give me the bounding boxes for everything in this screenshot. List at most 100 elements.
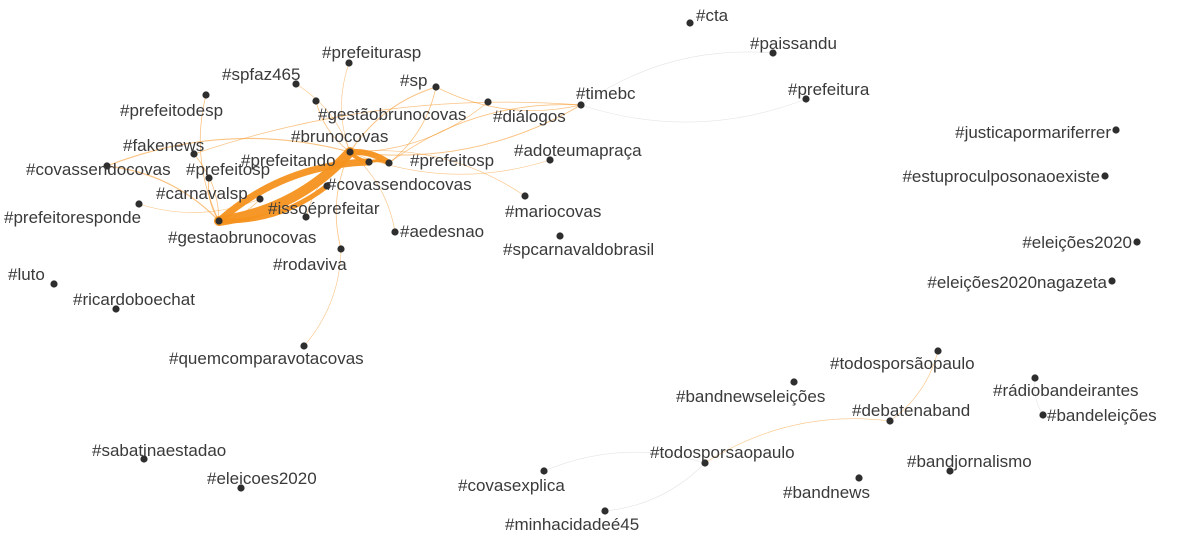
node-dot[interactable] bbox=[1108, 277, 1116, 285]
node-brunocovas[interactable]: #brunocovas bbox=[291, 127, 388, 156]
node-timebc[interactable]: #timebc bbox=[576, 84, 636, 109]
node-dot[interactable] bbox=[50, 280, 58, 288]
node-dot[interactable] bbox=[300, 342, 308, 350]
node-dot[interactable] bbox=[337, 245, 345, 253]
node-todosporsaopaulo_acc[interactable]: #todosporsãopaulo bbox=[830, 347, 975, 373]
node-dot[interactable] bbox=[546, 156, 554, 164]
node-dot[interactable] bbox=[323, 182, 331, 190]
node-dot[interactable] bbox=[577, 101, 585, 109]
node-dialogos[interactable]: #diálogos bbox=[484, 98, 566, 126]
node-justicapormariferrer[interactable]: #justicapormariferrer bbox=[955, 123, 1120, 142]
node-dot[interactable] bbox=[205, 174, 213, 182]
node-prefeitando[interactable]: #prefeitando bbox=[241, 151, 373, 170]
node-dot[interactable] bbox=[886, 417, 894, 425]
node-dot[interactable] bbox=[345, 59, 353, 67]
node-dot[interactable] bbox=[802, 95, 810, 103]
node-luto[interactable]: #luto bbox=[8, 265, 58, 288]
node-dot[interactable] bbox=[855, 474, 863, 482]
node-issoeprefeitar[interactable]: #issoéprefeitar bbox=[268, 199, 380, 221]
node-spfaz465[interactable]: #spfaz465 bbox=[222, 65, 300, 88]
node-sp[interactable]: #sp bbox=[400, 71, 440, 91]
node-mariocovas[interactable]: #mariocovas bbox=[505, 192, 601, 221]
node-bandnewseleicoes[interactable]: #bandnewseleições bbox=[676, 378, 825, 406]
node-dot[interactable] bbox=[556, 232, 564, 240]
node-label: #prefeiturasp bbox=[322, 43, 421, 62]
node-fakenews[interactable]: #fakenews bbox=[123, 136, 204, 158]
node-dot[interactable] bbox=[1133, 238, 1141, 246]
node-dot[interactable] bbox=[540, 467, 548, 475]
node-prefeitodesp[interactable]: #prefeitodesp bbox=[120, 91, 223, 120]
node-covassendocovas_left[interactable]: #covassendocovas bbox=[26, 160, 171, 179]
edge-timebc-prefeitosp bbox=[388, 104, 582, 164]
node-dot[interactable] bbox=[391, 228, 399, 236]
node-covassendocovas[interactable]: #covassendocovas bbox=[323, 175, 472, 194]
edge-fakenews-timebc bbox=[193, 101, 582, 155]
node-prefeitosp[interactable]: #prefeitosp bbox=[385, 151, 494, 170]
node-dot[interactable] bbox=[190, 150, 198, 158]
node-dot[interactable] bbox=[1039, 411, 1047, 419]
node-prefeitosp_left[interactable]: #prefeitosp bbox=[186, 160, 270, 182]
node-dot[interactable] bbox=[385, 159, 393, 167]
node-paissandu[interactable]: #paissandu bbox=[750, 34, 837, 57]
node-bandnews[interactable]: #bandnews bbox=[783, 474, 870, 502]
node-carnavalsp[interactable]: #carnavalsp bbox=[156, 184, 264, 203]
node-debatenaband[interactable]: #debatenaband bbox=[852, 401, 970, 425]
node-dot[interactable] bbox=[521, 192, 529, 200]
node-prefeitura[interactable]: #prefeitura bbox=[788, 80, 870, 103]
node-dot[interactable] bbox=[215, 217, 223, 225]
node-dot[interactable] bbox=[103, 162, 111, 170]
node-dot[interactable] bbox=[701, 459, 709, 467]
node-eleicoes2020[interactable]: #eleicoes2020 bbox=[207, 469, 317, 492]
node-gestaobrunocovas_acc[interactable]: #gestãobrunocovas bbox=[312, 97, 466, 124]
node-dot[interactable] bbox=[1112, 126, 1120, 134]
node-dot[interactable] bbox=[601, 507, 609, 515]
node-sabatinaestadao[interactable]: #sabatinaestadao bbox=[92, 441, 226, 463]
node-adoteumapraca[interactable]: #adoteumapraça bbox=[514, 141, 642, 164]
node-radiobandeirantes[interactable]: #rádiobandeirantes bbox=[993, 374, 1139, 400]
node-ricardoboechat[interactable]: #ricardoboechat bbox=[73, 290, 195, 313]
node-dot[interactable] bbox=[484, 98, 492, 106]
node-rodaviva[interactable]: #rodaviva bbox=[273, 245, 347, 274]
node-dot[interactable] bbox=[365, 158, 373, 166]
node-dot[interactable] bbox=[1101, 172, 1109, 180]
node-dot[interactable] bbox=[790, 378, 798, 386]
node-quemcomparavotacovas[interactable]: #quemcomparavotacovas bbox=[169, 342, 364, 368]
node-minhacidadee45[interactable]: #minhacidadeé45 bbox=[505, 507, 639, 534]
node-dot[interactable] bbox=[135, 200, 143, 208]
node-dot[interactable] bbox=[686, 19, 694, 27]
node-eleicoes2020_acc[interactable]: #eleições2020 bbox=[1022, 233, 1141, 252]
node-estuproculposonaoexiste[interactable]: #estuproculposonaoexiste bbox=[902, 167, 1109, 186]
node-aedesnao[interactable]: #aedesnao bbox=[391, 222, 484, 241]
node-label: #aedesnao bbox=[400, 222, 484, 241]
node-label: #todosporsaopaulo bbox=[650, 443, 795, 462]
edge-brunocovas-prefeiturasp bbox=[341, 62, 351, 153]
node-bandjornalismo[interactable]: #bandjornalismo bbox=[907, 452, 1032, 475]
node-cta[interactable]: #cta bbox=[686, 6, 729, 27]
node-covasexplica[interactable]: #covasexplica bbox=[458, 467, 565, 495]
edge-gestaobrunocovas-covassendocovas bbox=[216, 183, 330, 224]
node-dot[interactable] bbox=[946, 467, 954, 475]
node-prefeiturasp[interactable]: #prefeiturasp bbox=[322, 43, 421, 67]
node-dot[interactable] bbox=[292, 80, 300, 88]
node-bandeleicoes[interactable]: #bandeleições bbox=[1039, 406, 1157, 425]
node-spcarnavaldobrasil[interactable]: #spcarnavaldobrasil bbox=[503, 232, 654, 259]
node-dot[interactable] bbox=[256, 195, 264, 203]
node-dot[interactable] bbox=[934, 347, 942, 355]
node-eleicoes2020nagazeta[interactable]: #eleições2020nagazeta bbox=[927, 273, 1116, 292]
node-label: #rodaviva bbox=[273, 255, 347, 274]
edge-rodaviva-quemcomparavotacovas bbox=[303, 248, 342, 347]
node-dot[interactable] bbox=[302, 213, 310, 221]
node-label: #covasexplica bbox=[458, 476, 565, 495]
node-dot[interactable] bbox=[140, 455, 148, 463]
node-dot[interactable] bbox=[769, 49, 777, 57]
node-dot[interactable] bbox=[312, 97, 320, 105]
node-dot[interactable] bbox=[202, 91, 210, 99]
node-dot[interactable] bbox=[432, 83, 440, 91]
node-dot[interactable] bbox=[237, 484, 245, 492]
node-gestaobrunocovas[interactable]: #gestaobrunocovas bbox=[168, 217, 316, 247]
node-dot[interactable] bbox=[346, 148, 354, 156]
node-todosporsaopaulo[interactable]: #todosporsaopaulo bbox=[650, 443, 795, 467]
node-prefeitoresponde[interactable]: #prefeitoresponde bbox=[4, 200, 143, 227]
node-dot[interactable] bbox=[1031, 374, 1039, 382]
node-dot[interactable] bbox=[112, 305, 120, 313]
